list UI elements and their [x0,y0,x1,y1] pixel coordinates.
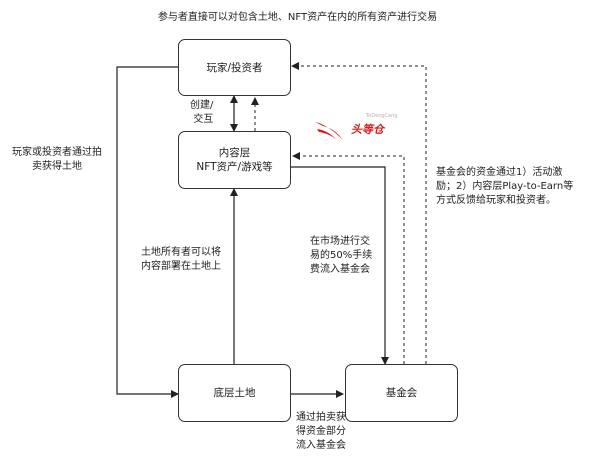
diagram-title: 参与者直接可以对包含土地、NFT资产在内的所有资产进行交易 [157,12,438,23]
node-fund: 基金会 [345,364,458,422]
node-land-label: 底层土地 [213,387,256,399]
label-create-interact: 创建/ 交互 [190,100,214,125]
node-players: 玩家/投资者 [178,39,291,96]
node-content-label-1: 内容层 [218,147,251,159]
label-auction-fund: 通过拍卖获 得资金部分 流入基金会 [296,412,346,451]
node-land: 底层土地 [178,364,291,422]
node-content-label-2: NFT资产/游戏等 [196,161,273,173]
node-players-label: 玩家/投资者 [206,61,263,74]
node-fund-label: 基金会 [385,387,418,399]
watermark-text: 头等仓 [351,123,384,136]
label-market-fee: 在市场进行交 易的50%手续 费流入基金会 [310,236,373,275]
watermark-subtext: ToDengCang [366,113,398,119]
label-fund-incentive: 基金会的资金通过1）活动激 励；2）内容层Play-to-Earn等 方式反馈给… [436,167,574,206]
label-land-owner-deploy: 土地所有者可以将 内容部署在土地上 [141,247,221,272]
edge-content-to-fund [291,166,389,365]
node-content-layer: 内容层 NFT资产/游戏等 [178,131,291,189]
watermark-logo-icon [315,122,343,140]
edge-fund-to-players-dashed [291,62,427,364]
edge-players-to-land [116,66,179,398]
edge-fund-to-content-dashed [292,152,405,364]
label-auction-left: 玩家或投资者通过拍 卖获得土地 [12,147,102,172]
